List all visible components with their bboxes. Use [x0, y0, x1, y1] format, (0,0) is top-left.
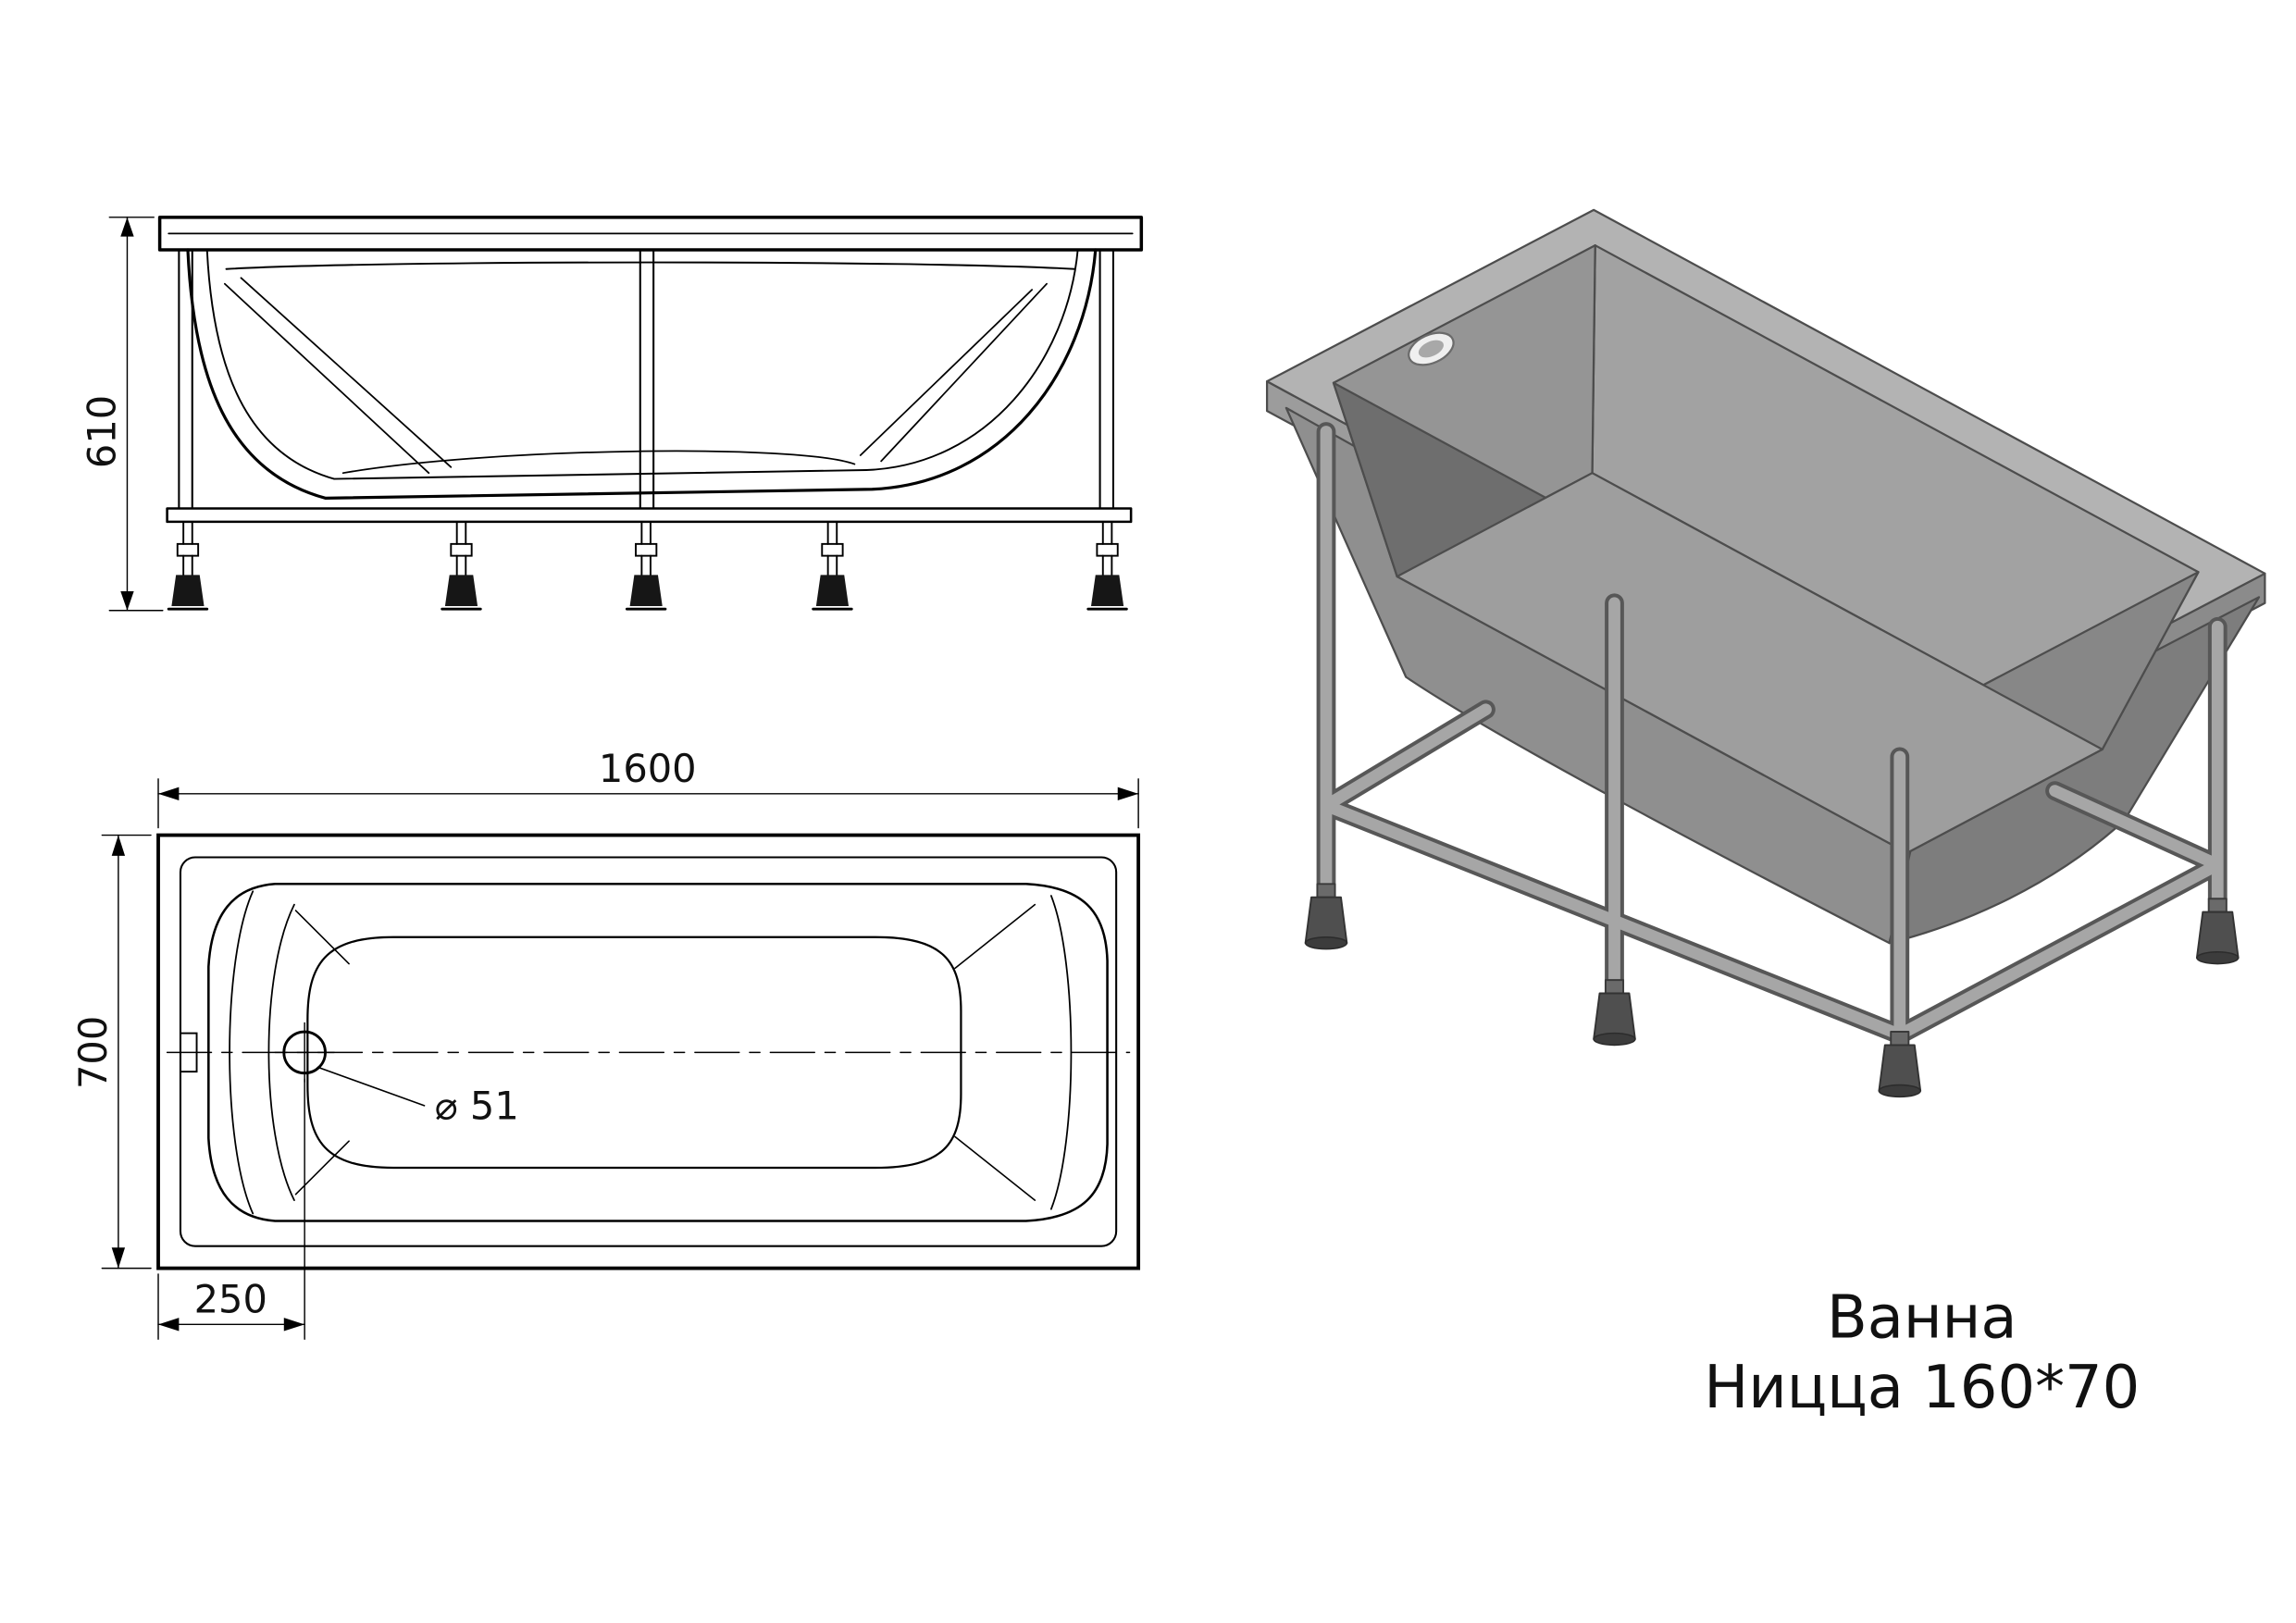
plan-rim-inner-rect	[179, 856, 1118, 1247]
tub-body-right-wall	[1888, 596, 2261, 945]
overflow-hole	[1408, 331, 1455, 366]
product-title-block: Ванна Ницца 160*70	[1704, 1284, 2140, 1422]
dim-height: 610	[80, 217, 164, 612]
frame-foot	[1304, 883, 1348, 950]
top-plan-view: ⌀ 51 1600 700 250	[70, 746, 1141, 1341]
drain-hole: ⌀ 51	[274, 1022, 519, 1128]
dim-length: 1600	[157, 746, 1139, 829]
tub-slope-lines	[224, 277, 1048, 475]
plan-basin-floor-contour	[306, 935, 962, 1170]
frame-foot	[1878, 1031, 1922, 1098]
dim-height-label: 610	[80, 395, 125, 468]
frame-foot	[2195, 898, 2240, 965]
dim-drain-offset: 250	[157, 1078, 305, 1341]
tub-floor-far-edge	[341, 450, 856, 475]
plan-corner-ticks	[294, 903, 1036, 1201]
isometric-3d-view	[1265, 208, 2266, 1098]
plan-foot-end-arc	[1049, 895, 1073, 1210]
side-rim-outline	[157, 216, 1144, 252]
tub-shell-inner	[205, 249, 1079, 480]
drain-leader-line	[316, 1066, 426, 1107]
dim-drain-offset-label: 250	[194, 1277, 267, 1322]
frame-leg	[625, 520, 667, 611]
plan-outer-rect	[156, 833, 1141, 1270]
dim-length-label: 1600	[599, 746, 697, 791]
frame-leg	[441, 520, 482, 611]
overflow-marker	[180, 1032, 198, 1073]
side-elevation-view: 610	[80, 216, 1144, 612]
frame-leg	[812, 520, 853, 611]
dim-width: 700	[70, 834, 152, 1270]
product-title: Ванна	[1827, 1284, 2017, 1353]
frame-foot	[1593, 979, 1636, 1047]
frame-uprights	[178, 248, 1114, 510]
frame-leg	[1086, 520, 1128, 611]
drain-diameter-label: ⌀ 51	[435, 1083, 519, 1128]
frame-bottom-rails	[166, 507, 1133, 524]
frame-leg	[167, 520, 209, 611]
tub-shell-outer	[186, 248, 1098, 500]
dim-width-label: 700	[70, 1016, 116, 1089]
tub-inner-top-edge	[225, 261, 1076, 270]
plan-basin-top-contour	[207, 882, 1109, 1222]
product-size: Ницца 160*70	[1704, 1354, 2140, 1422]
